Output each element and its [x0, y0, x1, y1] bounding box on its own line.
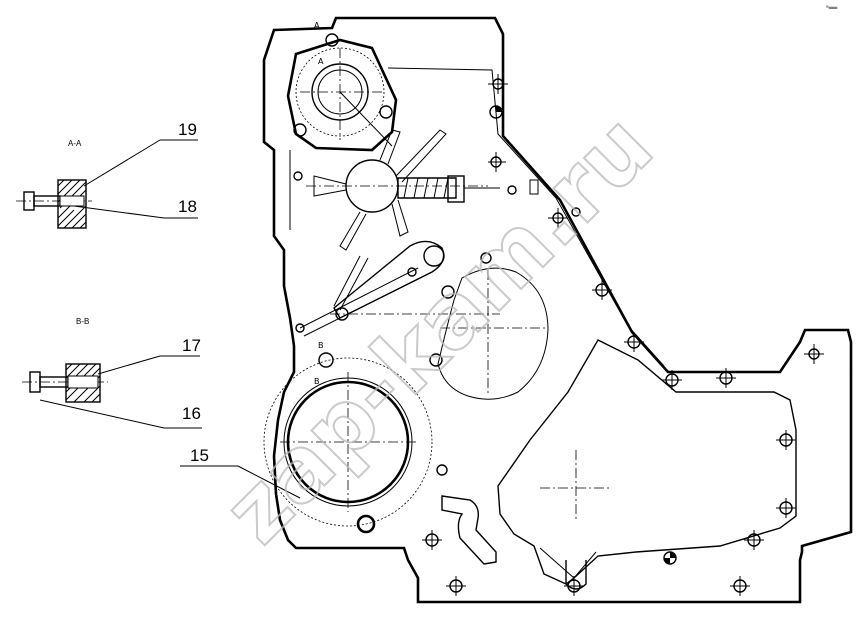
callout-18: 18: [73, 197, 198, 219]
section-a-marker-bottom: A: [318, 57, 324, 66]
section-bb-title: B-B: [76, 317, 89, 326]
tensioner-bracket: [299, 240, 500, 337]
bolt-holes: [293, 74, 824, 596]
callout-15-label: 15: [190, 446, 209, 465]
callout-17-label: 17: [182, 336, 201, 355]
section-b-marker-top: B: [318, 341, 324, 350]
idler-gear-outline: [429, 267, 549, 400]
section-bb-boss: [65, 363, 101, 403]
callout-17: 17: [97, 336, 201, 375]
lower-web: [497, 339, 797, 585]
engine-front-cover: A A: [262, 16, 853, 604]
callout-19-label: 19: [178, 120, 197, 139]
small-slot: [529, 179, 539, 195]
section-bb-detail: B-B 17 16: [22, 317, 202, 429]
upper-pump-boss: A A: [286, 21, 398, 152]
callout-15: 15: [180, 446, 301, 499]
section-aa-boss: [57, 179, 87, 229]
callout-18-label: 18: [178, 197, 197, 216]
section-aa-detail: A-A 19 18: [16, 120, 198, 229]
corner-mark: ᵃ══: [826, 4, 838, 12]
callout-19: 19: [83, 120, 198, 187]
cover-outline: [262, 16, 853, 604]
callout-16: 16: [39, 399, 202, 429]
section-b-marker-bottom: B: [314, 377, 320, 386]
section-a-marker-top: A: [314, 21, 320, 30]
central-hub: [306, 129, 500, 251]
hook-slot: [441, 495, 497, 565]
section-aa-title: A-A: [68, 139, 82, 148]
callout-16-label: 16: [182, 404, 201, 423]
crank-seal-bore: B B: [263, 341, 433, 534]
